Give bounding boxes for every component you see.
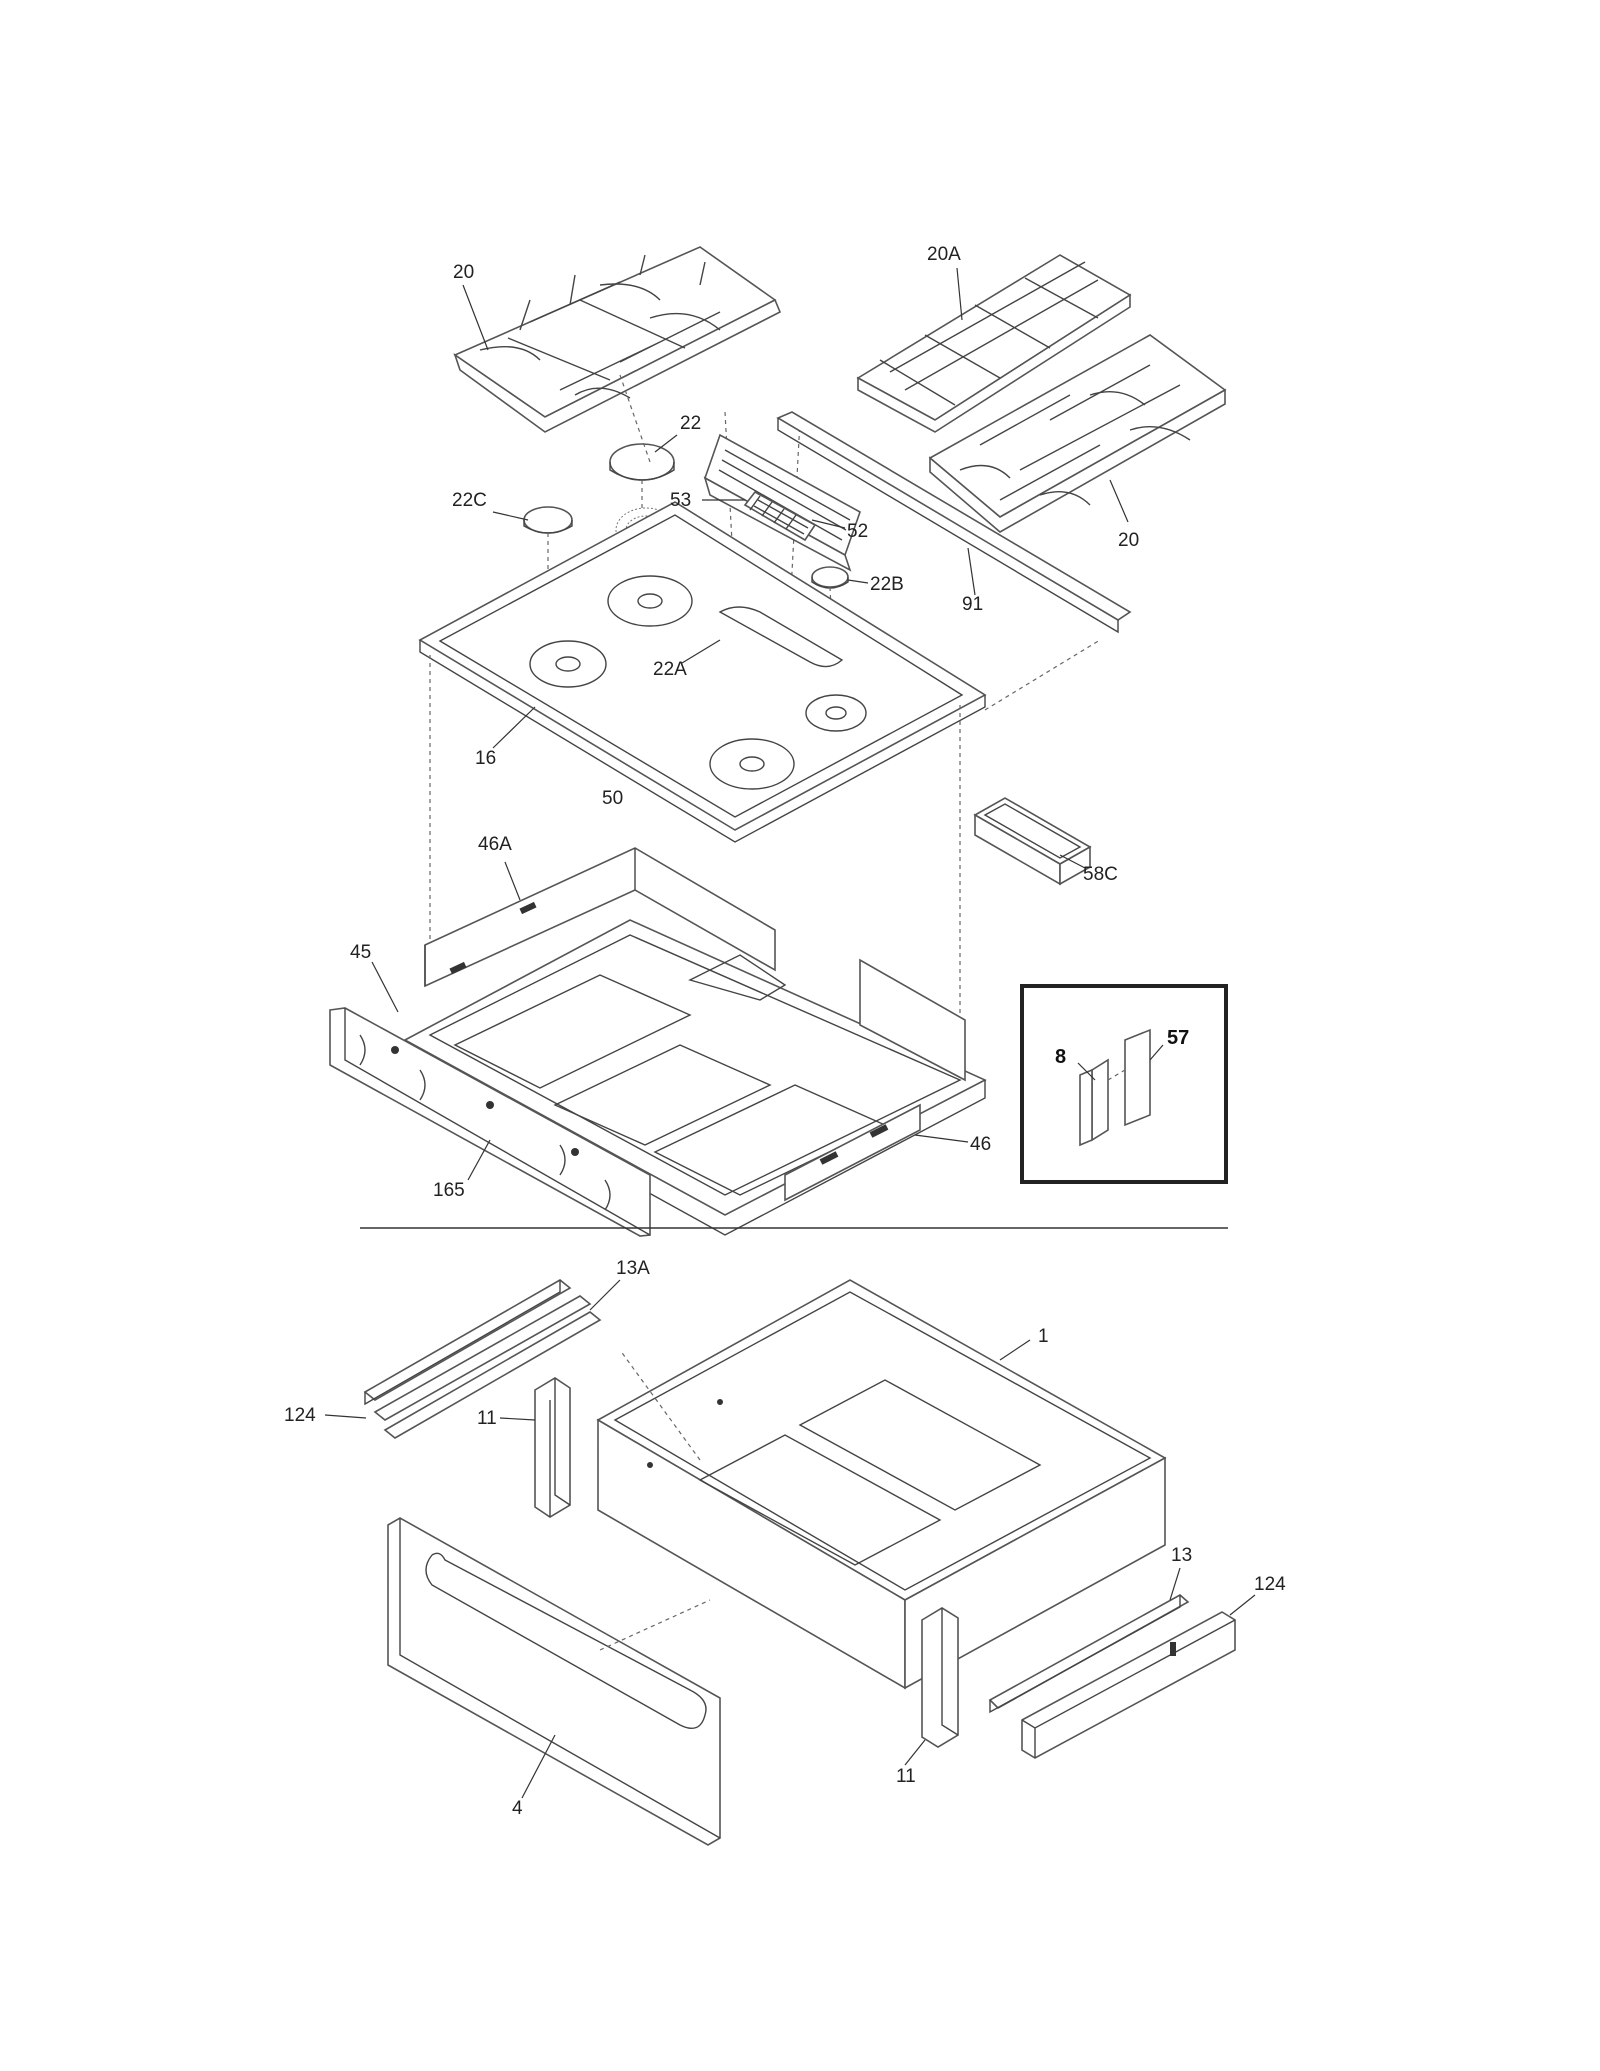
callout-22c: 22C bbox=[452, 490, 487, 511]
grate-left bbox=[453, 246, 782, 433]
callout-46: 46 bbox=[970, 1134, 991, 1155]
callout-1: 1 bbox=[1038, 1326, 1049, 1347]
callout-91: 91 bbox=[962, 594, 983, 615]
slide-13 bbox=[988, 1594, 1190, 1714]
vent-53 bbox=[743, 490, 817, 542]
bracket-11-right bbox=[921, 1607, 959, 1748]
callout-53: 53 bbox=[670, 490, 691, 511]
bracket-11-left bbox=[534, 1377, 571, 1518]
callout-20-left: 20 bbox=[453, 262, 474, 283]
callout-20-right: 20 bbox=[1118, 530, 1139, 551]
callout-50: 50 bbox=[602, 788, 623, 809]
cooktop-16 bbox=[418, 501, 987, 843]
callout-8: 8 bbox=[1055, 1046, 1066, 1068]
leader-lines bbox=[324, 267, 1256, 1799]
callout-11-left: 11 bbox=[477, 1408, 497, 1429]
callout-22a: 22A bbox=[653, 659, 687, 680]
callout-52: 52 bbox=[847, 521, 868, 542]
callout-22: 22 bbox=[680, 413, 701, 434]
callout-45: 45 bbox=[350, 942, 371, 963]
inset-box bbox=[1020, 984, 1228, 1184]
slide-13a bbox=[363, 1279, 602, 1439]
grate-right bbox=[928, 334, 1227, 533]
box-58c bbox=[973, 797, 1092, 886]
callout-46a: 46A bbox=[478, 834, 512, 855]
bracket-165 bbox=[329, 1007, 651, 1237]
slide-124-right bbox=[1021, 1611, 1236, 1759]
trim-91 bbox=[776, 411, 1132, 634]
callout-16: 16 bbox=[475, 748, 496, 769]
grate-20a bbox=[856, 254, 1132, 433]
drawer-front-4 bbox=[387, 1517, 721, 1846]
callout-124-left: 124 bbox=[284, 1405, 316, 1426]
rail-46 bbox=[784, 1103, 921, 1202]
chassis-base bbox=[403, 919, 987, 1236]
callout-13a: 13A bbox=[616, 1258, 650, 1279]
callout-22b: 22B bbox=[870, 574, 904, 595]
panel-46a bbox=[424, 847, 776, 988]
callout-13: 13 bbox=[1171, 1545, 1192, 1566]
callout-124-right: 124 bbox=[1254, 1574, 1286, 1595]
callout-11-right: 11 bbox=[896, 1766, 916, 1787]
callout-58c: 58C bbox=[1083, 864, 1118, 885]
callout-57: 57 bbox=[1167, 1027, 1189, 1049]
callout-165: 165 bbox=[433, 1180, 465, 1201]
drawer-body-1 bbox=[596, 1279, 1167, 1690]
callout-20a: 20A bbox=[927, 244, 961, 265]
burner-cap-22b bbox=[811, 566, 849, 588]
callout-4: 4 bbox=[512, 1798, 523, 1819]
